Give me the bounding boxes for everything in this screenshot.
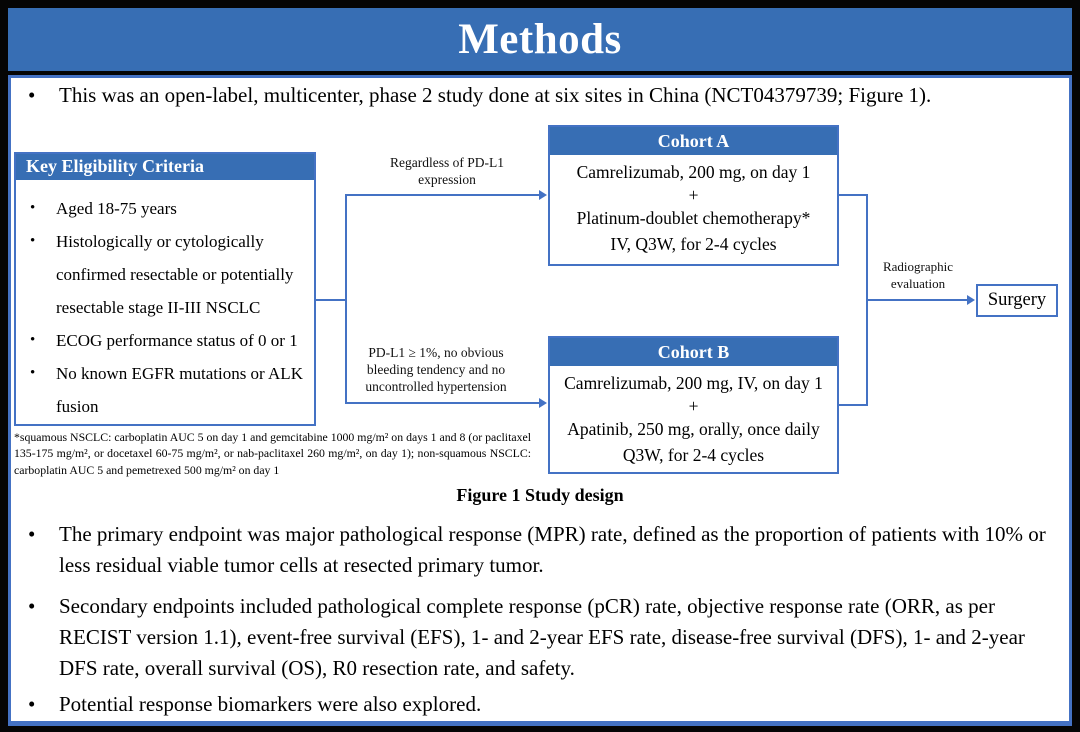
cohort-b-title: Cohort B [550,338,837,366]
arrow-icon [967,295,975,305]
eligibility-box: Key Eligibility Criteria • Aged 18-75 ye… [14,152,316,426]
cohort-b-line: Camrelizumab, 200 mg, IV, on day 1 [564,373,823,393]
bullet-icon: • [30,365,36,381]
bullet-icon: • [30,200,36,216]
eligibility-item-text: Aged 18-75 years [56,199,177,218]
primary-endpoint-text: The primary endpoint was major pathologi… [59,522,1046,577]
eligibility-item: • Histologically or cytologically confir… [22,225,308,324]
surgery-box: Surgery [976,284,1058,317]
eligibility-box-body: • Aged 18-75 years • Histologically or c… [16,180,314,423]
plus-sign: + [688,185,699,205]
eligibility-item-text: ECOG performance status of 0 or 1 [56,331,298,350]
intro-bullet: • This was an open-label, multicenter, p… [26,80,1060,110]
branch-bottom-label: PD-L1 ≥ 1%, no obvious bleeding tendency… [365,345,507,394]
eligibility-box-title: Key Eligibility Criteria [16,154,314,180]
chemo-footnote: *squamous NSCLC: carboplatin AUC 5 on da… [14,430,531,477]
bullet-icon: • [30,233,36,249]
connector-to-cohort-a [345,194,539,196]
connector-branch-vertical [345,194,347,404]
plus-sign: + [688,396,699,416]
branch-top-label: Regardless of PD-L1 expression [390,155,504,187]
connector-cohort-b-out [839,404,868,406]
cohort-a-line: Platinum-doublet chemotherapy* [576,208,811,228]
cohort-a-box: Cohort A Camrelizumab, 200 mg, on day 1 … [548,125,839,266]
cohort-b-line: Q3W, for 2-4 cycles [622,445,765,465]
cohort-a-line: IV, Q3W, for 2-4 cycles [610,234,777,254]
secondary-endpoints-bullet: • Secondary endpoints included pathologi… [26,591,1056,684]
cohort-b-body: Camrelizumab, 200 mg, IV, on day 1 + Apa… [550,366,837,473]
bullet-icon: • [28,594,36,618]
cohort-a-title: Cohort A [550,127,837,155]
primary-endpoint-bullet: • The primary endpoint was major patholo… [26,519,1056,581]
cohort-a-body: Camrelizumab, 200 mg, on day 1 + Platinu… [550,155,837,262]
biomarkers-bullet: • Potential response biomarkers were als… [26,689,1056,719]
bullet-icon: • [28,692,36,716]
connector-to-surgery [866,299,967,301]
bullet-icon: • [30,332,36,348]
slide-title-bar: Methods [8,8,1072,71]
cohort-b-line: Apatinib, 250 mg, orally, once daily [567,419,820,439]
evaluation-label: Radiographic evaluation [882,259,954,291]
arrow-icon [539,398,547,408]
eligibility-item-text: No known EGFR mutations or ALK fusion [56,364,303,416]
eligibility-item: • No known EGFR mutations or ALK fusion [22,357,308,423]
connector-eligibility-out [316,299,347,301]
connector-to-cohort-b [345,402,539,404]
bullet-icon: • [28,83,36,107]
bullet-icon: • [28,522,36,546]
page-title: Methods [458,16,622,63]
arrow-icon [539,190,547,200]
secondary-endpoints-text: Secondary endpoints included pathologica… [59,594,1025,680]
cohort-b-box: Cohort B Camrelizumab, 200 mg, IV, on da… [548,336,839,474]
connector-cohort-a-out [839,194,868,196]
eligibility-item: • Aged 18-75 years [22,192,308,225]
figure-caption: Figure 1 Study design [456,485,624,505]
intro-bullet-text: This was an open-label, multicenter, pha… [59,83,932,107]
eligibility-item-text: Histologically or cytologically confirme… [56,232,294,317]
eligibility-item: • ECOG performance status of 0 or 1 [22,324,308,357]
biomarkers-text: Potential response biomarkers were also … [59,692,482,716]
cohort-a-line: Camrelizumab, 200 mg, on day 1 [576,162,811,182]
